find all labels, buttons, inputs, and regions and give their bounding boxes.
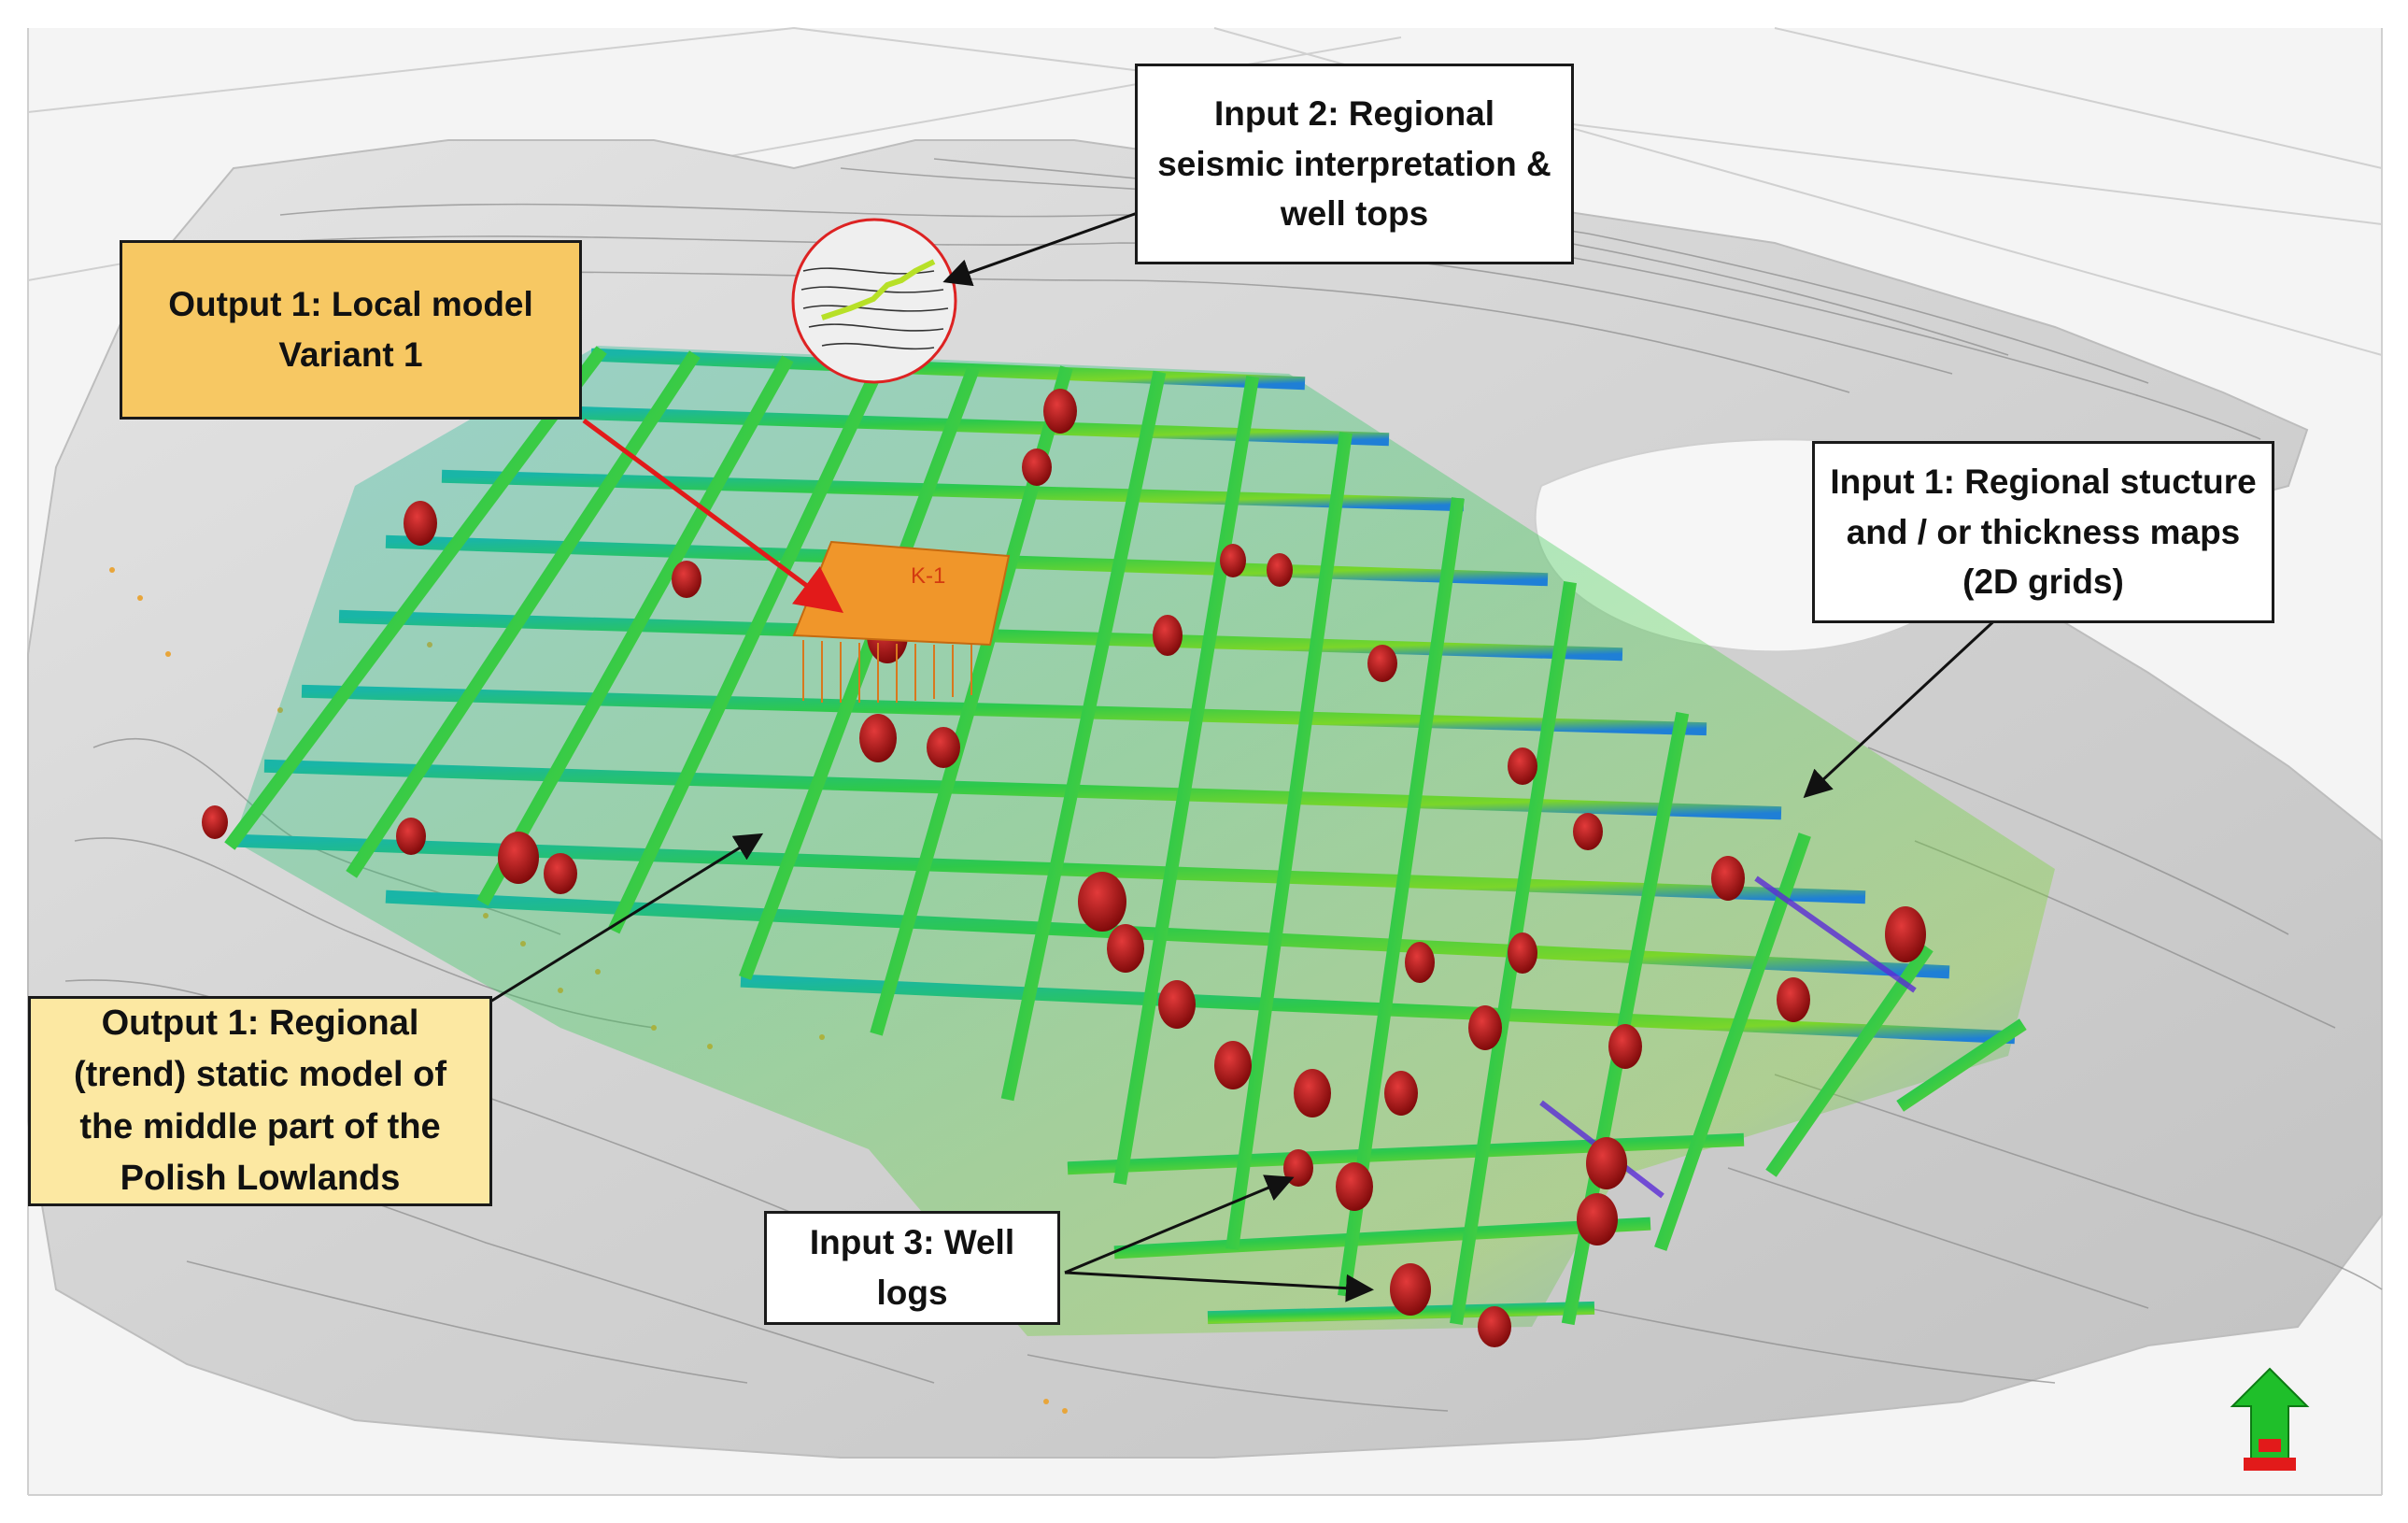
input3-line-1: Input 3: Well [809, 1223, 1015, 1262]
output1-local-line-1: Output 1: Local model [168, 285, 533, 324]
output1-regional-line-1: Output 1: Regional [101, 1003, 419, 1044]
input2-callout: Input 2: Regional seismic interpretation… [1135, 64, 1574, 264]
callout-arrows [485, 208, 2003, 1302]
seismic-interpretation-detail [791, 218, 957, 384]
output1-regional-callout: Output 1: Regional (trend) static model … [28, 996, 492, 1206]
input2-line-2: seismic interpretation & [1157, 144, 1551, 183]
input3-callout: Input 3: Well logs [764, 1211, 1060, 1325]
input1-callout: Input 1: Regional stucture and / or thic… [1812, 441, 2274, 623]
well-markers [202, 389, 1926, 1347]
output1-local-line-2: Variant 1 [278, 335, 423, 374]
output1-regional-line-2: (trend) static model of [73, 1055, 447, 1095]
input1-line-3: (2D grids) [1962, 562, 2124, 602]
input1-line-2: and / or thickness maps [1846, 512, 2241, 551]
output1-regional-line-3: the middle part of the [79, 1106, 441, 1146]
output1-local-callout: Output 1: Local model Variant 1 [120, 240, 582, 420]
k1-label: K-1 [911, 563, 946, 589]
north-arrow-icon [2230, 1367, 2310, 1471]
input2-line-3: well tops [1280, 194, 1429, 234]
input3-line-2: logs [876, 1274, 948, 1312]
input1-line-1: Input 1: Regional stucture [1830, 463, 2257, 502]
input2-line-1: Input 2: Regional [1213, 94, 1495, 134]
output1-regional-line-4: Polish Lowlands [120, 1158, 401, 1198]
